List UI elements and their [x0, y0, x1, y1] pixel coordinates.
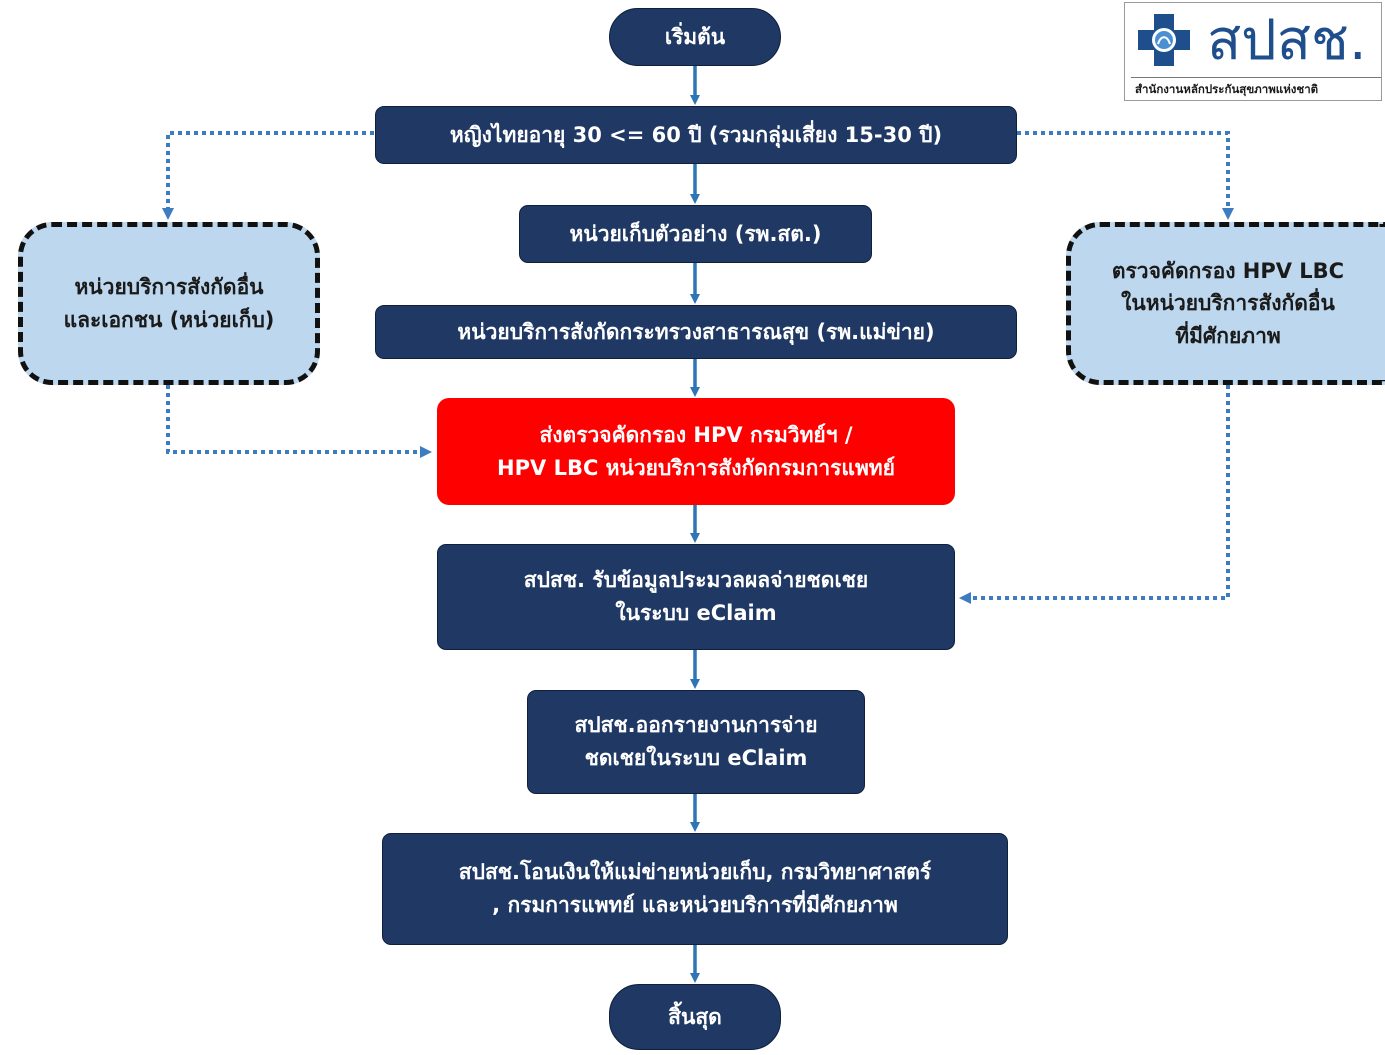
nhso-report-line1: สปสช.ออกรายงานการจ่าย [574, 713, 818, 738]
medical-cross-icon [1138, 14, 1190, 66]
send-screening-node: ส่งตรวจคัดกรอง HPV กรมวิทย์ฯ / HPV LBC ห… [437, 398, 955, 505]
end-label: สิ้นสุด [668, 1004, 722, 1029]
other-units-line1: หน่วยบริการสังกัดอื่น [74, 274, 264, 299]
dotted-hpv-lbc-to-receive [959, 385, 1230, 604]
nhso-logo: สปสช. สำนักงานหลักประกันสุขภาพแห่งชาติ [1124, 2, 1382, 101]
send-screening-line1: ส่งตรวจคัดกรอง HPV กรมวิทย์ฯ / [539, 422, 853, 447]
nhso-transfer-node: สปสช.โอนเงินให้แม่ข่ายหน่วยเก็บ, กรมวิทย… [382, 833, 1008, 945]
nhso-transfer-line1: สปสช.โอนเงินให้แม่ข่ายหน่วยเก็บ, กรมวิทย… [458, 860, 932, 885]
nhso-report-line2: ชดเชยในระบบ eClaim [584, 746, 808, 770]
dotted-other-units-to-send [166, 385, 432, 458]
start-node: เริ่มต้น [609, 8, 781, 66]
end-node: สิ้นสุด [609, 984, 781, 1050]
send-screening-line2: HPV LBC หน่วยบริการสังกัดกรมการแพทย์ [497, 455, 895, 480]
nhso-receive-line1: สปสช. รับข้อมูลประมวลผลจ่ายชดเชย [523, 568, 869, 593]
collection-unit-node: หน่วยเก็บตัวอย่าง (รพ.สต.) [519, 205, 872, 263]
logo-subtitle: สำนักงานหลักประกันสุขภาพแห่งชาติ [1135, 82, 1319, 96]
hpv-lbc-other-line1: ตรวจคัดกรอง HPV LBC [1111, 258, 1345, 283]
nhso-receive-line2: ในระบบ eClaim [615, 601, 777, 625]
dotted-target-to-other-units [162, 131, 374, 220]
nhso-report-node: สปสช.ออกรายงานการจ่าย ชดเชยในระบบ eClaim [527, 690, 865, 794]
hpv-lbc-other-node: ตรวจคัดกรอง HPV LBC ในหน่วยบริการสังกัดอ… [1066, 222, 1385, 385]
nhso-receive-node: สปสช. รับข้อมูลประมวลผลจ่ายชดเชย ในระบบ … [437, 544, 955, 650]
other-units-line2: และเอกชน (หน่วยเก็บ) [63, 307, 275, 332]
hpv-lbc-other-line2: ในหน่วยบริการสังกัดอื่น [1121, 291, 1335, 316]
hpv-lbc-other-line3: ที่มีศักยภาพ [1175, 323, 1281, 348]
moph-unit-node: หน่วยบริการสังกัดกระทรวงสาธารณสุข (รพ.แม… [375, 305, 1017, 359]
moph-unit-label: หน่วยบริการสังกัดกระทรวงสาธารณสุข (รพ.แม… [457, 319, 935, 344]
other-units-node: หน่วยบริการสังกัดอื่น และเอกชน (หน่วยเก็… [18, 222, 320, 385]
nhso-transfer-line2: , กรมการแพทย์ และหน่วยบริการที่มีศักยภาพ [492, 893, 898, 917]
start-label: เริ่มต้น [664, 24, 726, 49]
target-group-label: หญิงไทยอายุ 30 <= 60 ปี (รวมกลุ่มเสี่ยง … [449, 122, 943, 147]
logo-divider [1131, 77, 1381, 78]
target-group-node: หญิงไทยอายุ 30 <= 60 ปี (รวมกลุ่มเสี่ยง … [375, 106, 1017, 164]
dotted-target-to-hpv-lbc [1017, 131, 1234, 220]
collection-unit-label: หน่วยเก็บตัวอย่าง (รพ.สต.) [569, 221, 822, 246]
logo-name: สปสช. [1207, 8, 1367, 73]
